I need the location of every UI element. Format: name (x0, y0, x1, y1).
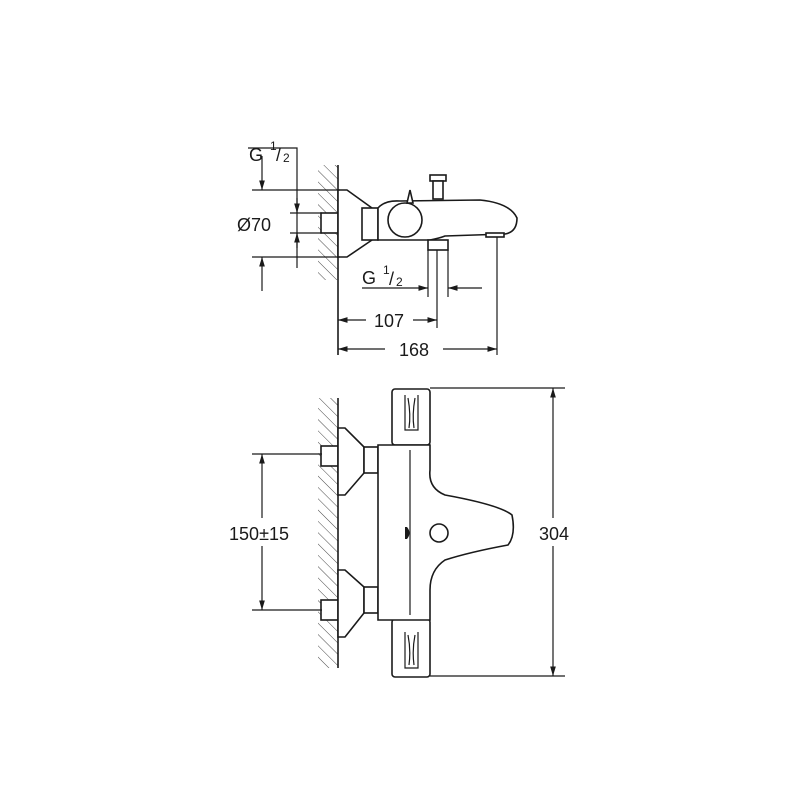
wall-hatching (318, 398, 338, 668)
outlet-thread-fraction-slash: / (389, 269, 394, 289)
lower-flange (337, 569, 365, 638)
spout-outlet (485, 232, 505, 238)
outlet-thread-label: G (362, 268, 376, 288)
inlet-thread-label: G (249, 145, 263, 165)
upper-inlet-stub (320, 445, 339, 467)
indicator-mark (405, 527, 410, 539)
front-view: 150±15 304 (229, 387, 569, 678)
inlet-spacing-label: 150±15 (229, 524, 289, 544)
lever-pin (405, 189, 415, 204)
bottom-outlet (427, 239, 449, 251)
upper-nut (363, 446, 379, 474)
spout-projection-label: 168 (399, 340, 429, 360)
top-cartridge (391, 388, 431, 446)
temperature-knob (387, 202, 423, 238)
diverter-stem (432, 180, 444, 200)
flange-diameter-label: Ø70 (237, 215, 271, 235)
inlet-thread-fraction-num: 1 (270, 139, 277, 153)
inlet-thread-fraction-slash: / (276, 145, 281, 165)
button-circle (429, 523, 449, 543)
outlet-thread-fraction-num: 1 (383, 263, 390, 277)
outlet-thread-fraction-den: 2 (396, 275, 403, 289)
total-height-label: 304 (539, 524, 569, 544)
side-view: G 1 / 2 Ø70 G 1 / 2 107 168 (237, 139, 518, 360)
nut (361, 207, 379, 241)
upper-flange (337, 427, 365, 496)
diverter-cap (429, 174, 447, 182)
lower-nut (363, 586, 379, 614)
inlet-thread-fraction-den: 2 (283, 151, 290, 165)
outlet-distance-label: 107 (374, 311, 404, 331)
lower-inlet-stub (320, 599, 339, 621)
inlet-stub (320, 212, 339, 234)
